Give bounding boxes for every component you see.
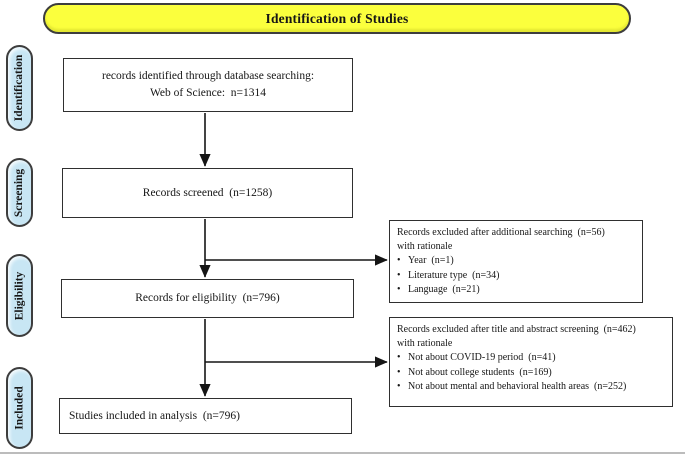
title-banner: Identification of Studies [43, 3, 631, 34]
exclusion-item-label: Year (n=1) [408, 255, 454, 267]
exclusion-item: • Year (n=1) [397, 254, 636, 268]
box-records-identified: records identified through database sear… [63, 58, 353, 112]
box-excluded-title-abstract-screening: Records excluded after title and abstrac… [389, 317, 673, 407]
exclusion-subtitle: with rationale [397, 241, 453, 253]
exclusion-item-label: Not about mental and behavioral health a… [408, 380, 627, 392]
stage-pill-screening: Screening [6, 158, 33, 227]
exclusion-item-label: Not about COVID-19 period (n=41) [408, 352, 556, 364]
bullet-icon: • [397, 352, 401, 364]
stage-label: Included [13, 386, 26, 430]
box-records-screened: Records screened (n=1258) [62, 168, 353, 218]
studies-included-label: Studies included in analysis (n=796) [69, 409, 240, 422]
bullet-icon: • [397, 380, 401, 392]
stage-label: Identification [13, 54, 26, 122]
exclusion-title: Records excluded after additional search… [397, 227, 605, 238]
exclusion-item: • Language (n=21) [397, 283, 636, 297]
records-identified-line2: Web of Science: n=1314 [149, 87, 267, 99]
box-studies-included: Studies included in analysis (n=796) [59, 398, 352, 434]
exclusion-item: • Not about mental and behavioral health… [397, 380, 666, 394]
box-records-eligibility: Records for eligibility (n=796) [61, 279, 354, 318]
exclusion-item: • Not about college students (n=169) [397, 366, 666, 380]
exclusion-item-label: Language (n=21) [408, 283, 480, 295]
stage-label: Screening [13, 168, 26, 217]
box-excluded-additional-searching: Records excluded after additional search… [389, 220, 643, 303]
stage-pill-eligibility: Eligibility [6, 254, 33, 337]
records-identified-line1: records identified through database sear… [101, 70, 315, 83]
stage-label: Eligibility [13, 271, 26, 320]
exclusion-item: • Literature type (n=34) [397, 269, 636, 283]
records-screened-label: Records screened (n=1258) [142, 186, 273, 199]
bullet-icon: • [397, 269, 401, 281]
stage-pill-included: Included [6, 367, 33, 449]
bullet-icon: • [397, 255, 401, 267]
diagram-title: Identification of Studies [265, 10, 409, 26]
bullet-icon: • [397, 283, 401, 295]
stage-pill-identification: Identification [6, 45, 33, 131]
bullet-icon: • [397, 366, 401, 378]
records-eligibility-label: Records for eligibility (n=796) [135, 292, 280, 305]
exclusion-item-label: Literature type (n=34) [408, 269, 500, 281]
exclusion-item-label: Not about college students (n=169) [408, 366, 552, 378]
exclusion-title: Records excluded after title and abstrac… [397, 324, 636, 335]
exclusion-subtitle: with rationale [397, 338, 453, 350]
exclusion-item: • Not about COVID-19 period (n=41) [397, 351, 666, 365]
